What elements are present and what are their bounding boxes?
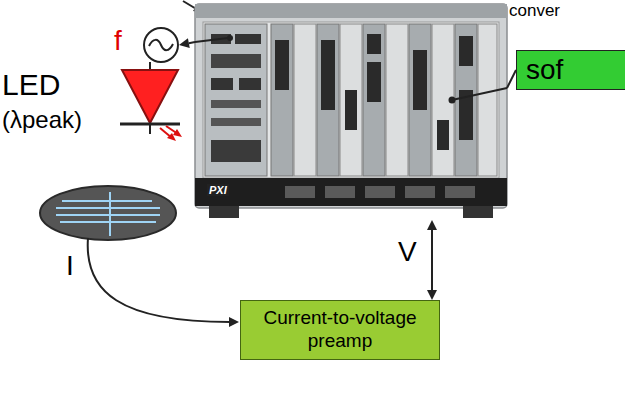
pxi-chassis [195, 4, 507, 218]
pxi-chassis: PXI [195, 0, 507, 220]
current-label: I [66, 250, 74, 282]
sine-symbol [149, 40, 173, 50]
arrow-head [179, 38, 190, 48]
connector [427, 220, 437, 300]
signal-source: f [143, 27, 179, 63]
connector-line [507, 70, 516, 88]
connector-line [431, 230, 433, 290]
node-text: sof [526, 54, 563, 86]
electrodes [56, 192, 160, 236]
led-label: LED [2, 68, 60, 102]
preamp-box: Current-to-voltage preamp [240, 300, 440, 360]
current-wire-head [229, 317, 239, 327]
node-text: PXI [207, 184, 229, 196]
cut-label: conver [509, 1, 560, 21]
current-wire [88, 238, 230, 322]
wavelength-label: (λpeak) [2, 106, 82, 134]
signal-label: V [398, 236, 417, 268]
node-text: f [114, 25, 122, 57]
arrow-head [427, 290, 437, 300]
wire [149, 124, 151, 134]
led-symbol [122, 70, 178, 123]
arrow-head [427, 220, 437, 230]
software-box: sof [516, 50, 625, 90]
node-text: Current-to-voltage preamp [249, 307, 431, 353]
wafer [40, 186, 176, 240]
wire [149, 62, 151, 70]
light-ray-head [173, 129, 182, 137]
connector [179, 38, 195, 48]
connector-line [189, 42, 195, 43]
connector [507, 70, 516, 88]
